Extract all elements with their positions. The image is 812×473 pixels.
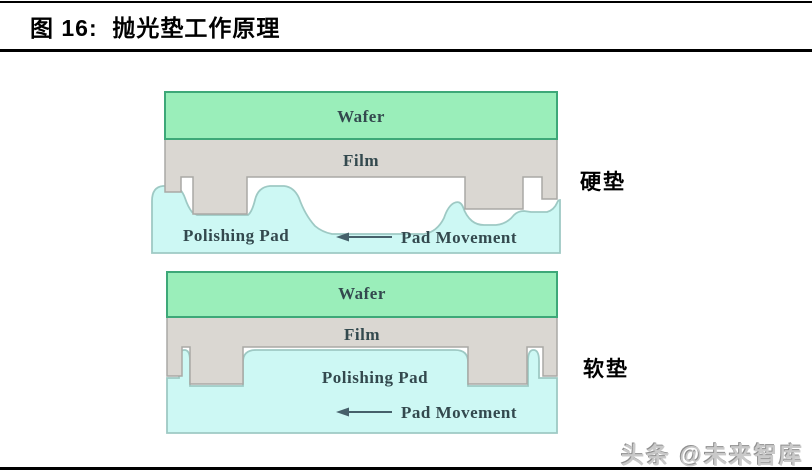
- hard-pad-movement-label: Pad Movement: [401, 228, 517, 247]
- hard-pad-film-layer: [164, 138, 558, 215]
- soft-pad-movement-label: Pad Movement: [401, 403, 517, 422]
- soft-pad-wafer-layer: [166, 271, 558, 318]
- figure-title: 图 16: 抛光垫工作原理: [30, 15, 281, 41]
- hard-pad-movement-arrow-icon: [336, 232, 392, 242]
- soft-pad-film-layer: [166, 316, 558, 385]
- top-divider: [0, 1, 812, 3]
- hard-pad-polishing-pad-shape: [151, 185, 561, 254]
- soft-pad-polishing-pad-label: Polishing Pad: [322, 368, 428, 387]
- soft-pad-wafer-label: Wafer: [338, 284, 386, 303]
- soft-pad-film-label: Film: [344, 325, 380, 344]
- soft-pad-side-label: 软垫: [583, 357, 629, 381]
- hard-pad-side-label: 硬垫: [580, 170, 626, 194]
- soft-pad-diagram: Wafer Film Polishing Pad Pad Movement 软垫: [166, 271, 629, 434]
- title-divider: [0, 49, 812, 52]
- hard-pad-wafer-layer: [164, 91, 558, 140]
- watermark: 头条 @未来智库: [621, 442, 804, 468]
- hard-pad-polishing-pad-label: Polishing Pad: [183, 226, 289, 245]
- soft-pad-movement-arrow-icon: [336, 407, 392, 417]
- hard-pad-wafer-label: Wafer: [337, 107, 385, 126]
- soft-pad-polishing-pad-shape: [166, 349, 558, 434]
- hard-pad-film-label: Film: [343, 151, 379, 170]
- bottom-divider: [0, 467, 812, 470]
- hard-pad-diagram: Wafer Film Polishing Pad Pad Movement 硬垫: [151, 91, 626, 254]
